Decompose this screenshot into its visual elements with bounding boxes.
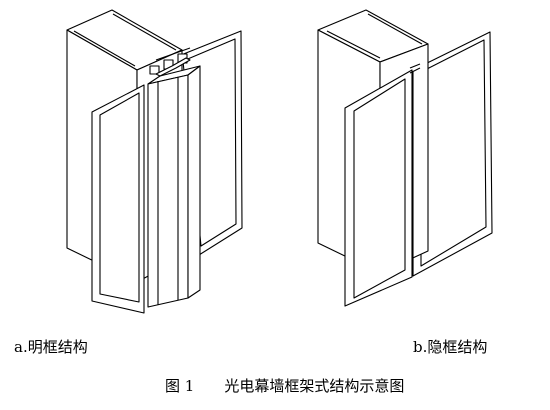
front-glass-panel-b [344,69,413,307]
label-exposed-frame: a.明框结构 [14,338,88,356]
label-hidden-frame: b.隐框结构 [413,338,488,356]
front-glass-panel-a [91,84,145,314]
caption-text: 光电幕墙框架式结构示意图 [224,377,405,395]
rear-glass-panel-b [412,31,493,277]
silicone-joint-b [409,63,421,276]
pressure-cap-a [147,65,201,308]
hidden-frame-drawing [317,9,493,307]
caption-number: 图 1 [165,377,195,395]
profile-section-a [149,47,191,77]
exposed-frame-drawing [66,9,243,314]
figure-caption: 图 1 光电幕墙框架式结构示意图 [165,375,404,396]
